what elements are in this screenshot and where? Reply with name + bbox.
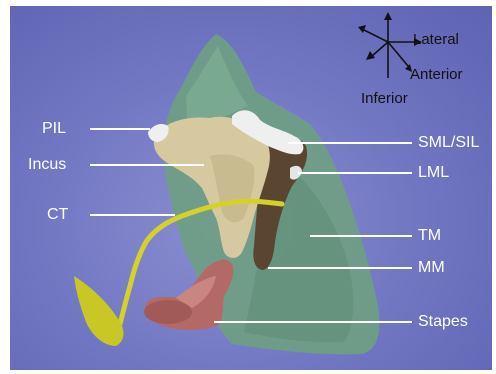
chorda-tympani-end: [74, 276, 123, 346]
orientation-lateral-label: Lateral: [413, 31, 459, 48]
label-lml: LML: [418, 164, 449, 182]
label-incus: Incus: [28, 156, 66, 174]
label-mm: MM: [418, 259, 445, 277]
label-sml-sil: SML/SIL: [418, 134, 479, 152]
label-ct: CT: [47, 206, 68, 224]
label-tm: TM: [418, 227, 441, 245]
stapes-footplate: [144, 300, 192, 324]
3d-viewport: Lateral Anterior Inferior PIL Incus CT S…: [10, 6, 492, 370]
label-pil: PIL: [42, 120, 66, 138]
label-stapes: Stapes: [418, 313, 468, 331]
orientation-inferior-label: Inferior: [361, 90, 408, 107]
orientation-anterior-label: Anterior: [410, 66, 463, 83]
